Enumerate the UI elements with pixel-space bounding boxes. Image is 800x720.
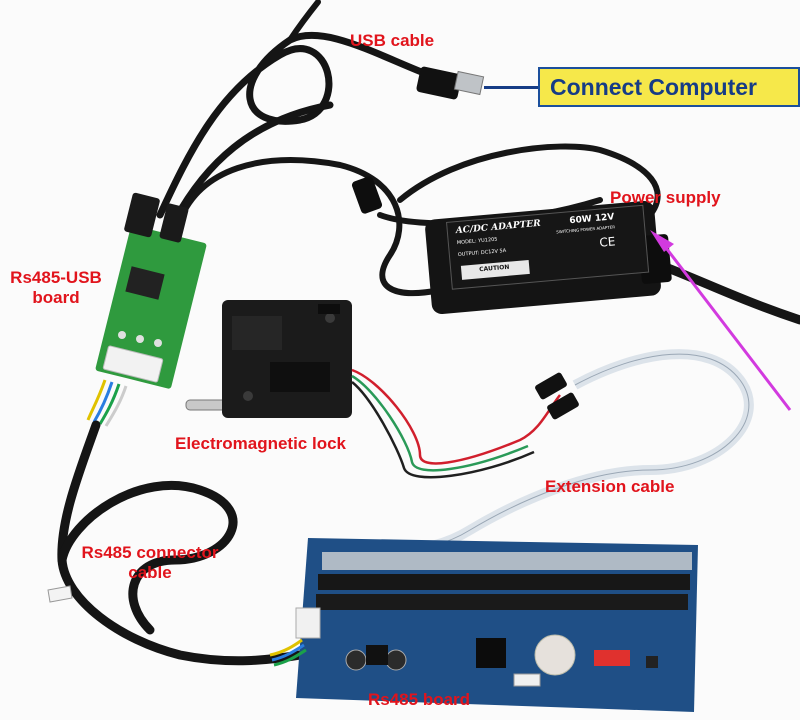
ferrite-bead <box>351 176 383 214</box>
label-rs485-usb-board: Rs485-USB board <box>0 268 112 308</box>
adapter-caution-box: CAUTION <box>460 259 530 280</box>
label-electromagnetic-lock: Electromagnetic lock <box>175 434 347 453</box>
label-rs485-board: Rs485 board <box>368 690 471 709</box>
label-rs485-connector-cable-line1: Rs485 connector <box>81 543 219 562</box>
rs485-connector-cable <box>57 420 305 666</box>
pointer-arrowhead <box>650 230 674 252</box>
label-rs485-usb-board-line2: board <box>32 288 80 307</box>
cable-tie <box>47 585 73 603</box>
power-cable <box>177 143 800 325</box>
electromagnetic-lock <box>185 300 352 418</box>
ce-mark-icon: CE <box>598 234 616 250</box>
usb-cable <box>156 0 464 224</box>
adapter-caution: CAUTION <box>478 263 510 274</box>
label-extension-cable: Extension cable <box>545 477 675 496</box>
label-power-supply: Power supply <box>610 188 721 207</box>
banner-connector-line <box>484 86 539 89</box>
label-rs485-usb-board-line1: Rs485-USB <box>10 268 102 287</box>
label-rs485-connector-cable-line2: cable <box>128 563 172 582</box>
label-usb-cable: USB cable <box>350 31 435 50</box>
adapter-subtitle: SWITCHING POWER ADAPTER <box>556 224 616 235</box>
board-wires <box>86 379 128 427</box>
adapter-model: MODEL: YU1205 <box>456 236 498 247</box>
rs485-usb-board <box>95 192 207 389</box>
extension-cable <box>329 349 754 557</box>
pointer-arrow <box>658 239 792 411</box>
label-connect-computer: Connect Computer <box>538 67 800 107</box>
rs485-board-wires <box>269 638 307 667</box>
rs485-board <box>295 538 698 712</box>
adapter-title: AC/DC ADAPTER <box>455 218 542 237</box>
relay-rows <box>316 552 692 610</box>
usb-plug <box>416 66 485 100</box>
adapter-output: OUTPUT: DC12V 5A <box>457 247 507 259</box>
label-rs485-connector-cable: Rs485 connector cable <box>60 543 240 583</box>
